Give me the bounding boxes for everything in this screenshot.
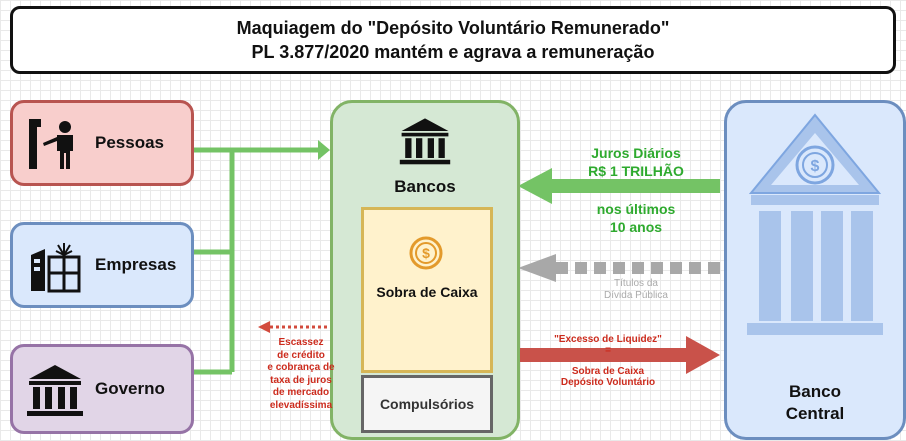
periodo-label: nos últimos 10 anos [556,200,716,236]
bancos-label: Bancos [394,177,456,196]
pessoas-label: Pessoas [95,133,164,152]
governo-label: Governo [95,379,165,398]
person-at-door-icon [29,119,73,169]
titulos-line-1: Títulos da [614,278,658,289]
juros-line-1: Juros Diários [591,145,681,161]
escassez-line: taxa de juros [270,374,332,386]
bank-icon [399,118,451,165]
empresas-box: Empresas [10,222,194,308]
svg-text:$: $ [422,245,430,261]
juros-label: Juros Diários R$ 1 TRILHÃO [556,144,716,180]
bancos-box: Bancos $ Sobra de Caixa Compulsórios [330,100,520,440]
sobra-de-caixa-label: Sobra de Caixa [376,284,478,300]
banco-central-line-1: Banco [789,382,841,401]
empresas-label: Empresas [95,255,177,274]
escassez-line: de crédito [277,349,325,361]
excesso-label-top: "Excesso de Liquidez" = [520,334,696,356]
excesso-line-3: Sobra de Caixa [571,366,645,377]
juros-arrow [518,168,720,204]
excesso-arrow [486,336,720,374]
banco-central-line-2: Central [785,404,845,423]
escassez-line: elevadíssima [269,399,333,411]
bank-building-icon [27,365,83,416]
escassez-line: e cobrança de [267,362,335,373]
diagram-title-box: Maquiagem do "Depósito Voluntário Remune… [10,6,896,74]
pessoas-box: Pessoas [10,100,194,186]
entity-connectors [190,147,318,375]
titulos-line-2: Dívida Pública [604,290,668,301]
title-line-1: Maquiagem do "Depósito Voluntário Remune… [236,18,670,38]
title-line-2: PL 3.877/2020 mantém e agrava a remunera… [251,42,655,62]
excesso-label-bottom: Sobra de Caixa Depósito Voluntário [520,366,696,388]
central-bank-icon: $ [747,113,883,335]
arrow-to-bancos [318,140,330,160]
banco-central-label: Banco Central [727,381,903,425]
compulsorios-label: Compulsórios [379,396,475,412]
periodo-line-1: nos últimos [596,201,676,217]
escassez-line: Escassez [278,337,324,348]
buildings-icon [31,243,81,293]
titulos-arrow [518,254,720,282]
svg-text:$: $ [811,158,820,175]
compulsorios-box: Compulsórios [361,375,493,433]
governo-box: Governo [10,344,194,434]
sobra-de-caixa-box: $ Sobra de Caixa [361,207,493,373]
juros-line-2: R$ 1 TRILHÃO [588,163,684,179]
titulos-label: Títulos da Dívida Pública [556,278,716,302]
excesso-line-4: Depósito Voluntário [560,377,656,388]
periodo-line-2: 10 anos [609,219,663,235]
banco-central-box: $ Banco Central [724,100,906,440]
coin-icon: $ [409,236,443,270]
escassez-line: de mercado [272,387,330,398]
excesso-line-1: "Excesso de Liquidez" [554,334,662,345]
excesso-line-2: = [605,345,611,356]
escassez-label: Escassez de crédito e cobrança de taxa d… [246,337,356,412]
